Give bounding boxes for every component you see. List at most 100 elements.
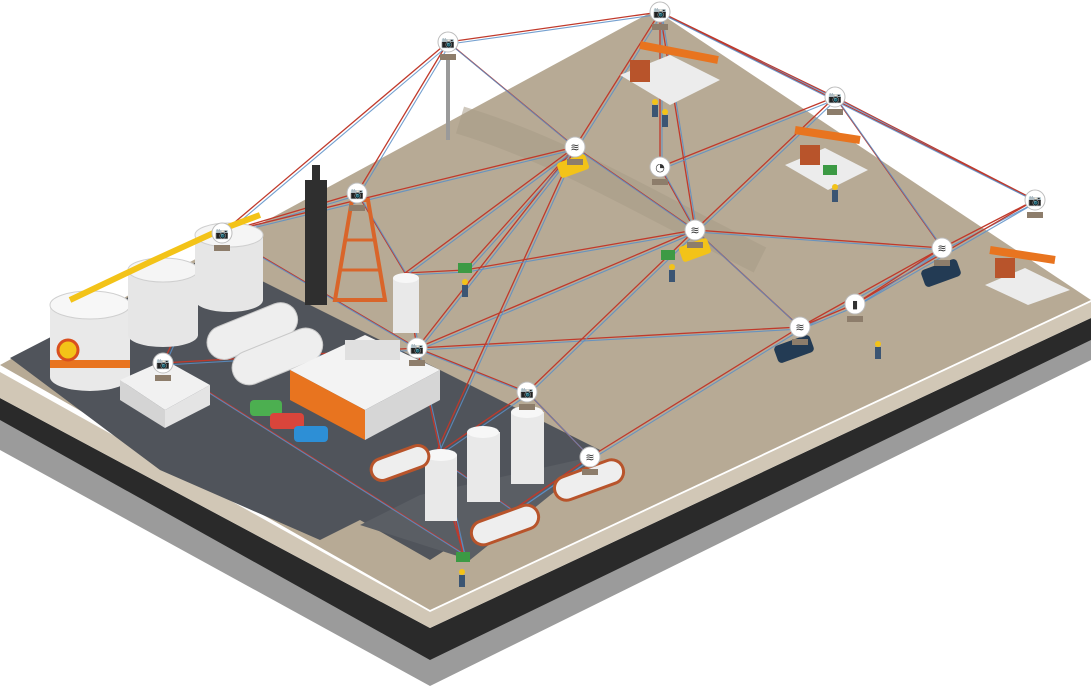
network-link	[574, 11, 661, 148]
car-red	[270, 413, 304, 429]
network-link	[941, 199, 1036, 249]
network-link	[464, 229, 696, 271]
gauge-icon: ◔	[649, 156, 671, 185]
camera-icon: 📷	[824, 86, 846, 115]
network-link	[466, 231, 698, 273]
storage-tank-group	[49, 212, 264, 391]
camera-icon: 📷	[437, 31, 459, 60]
network-link	[694, 96, 836, 231]
network-link	[659, 11, 1036, 201]
worker-figure	[662, 109, 668, 127]
sensor-box	[456, 552, 470, 562]
worker-figure	[652, 99, 658, 117]
network-link	[416, 326, 801, 349]
network-link	[836, 98, 945, 251]
camera-icon: 📷	[406, 337, 428, 366]
network-link	[418, 148, 578, 351]
network-link	[512, 456, 591, 511]
ground-slab	[0, 10, 1091, 686]
pumpjack	[620, 41, 720, 105]
horizontal-tanks	[206, 302, 324, 386]
network-link	[418, 349, 530, 395]
network-link	[404, 146, 576, 274]
network-nodes: 📷 📷 📷 📷 📷 📷 📷 📷 📷 ≋ ≋ ≋ ≋ ≋ ◔ ▮	[152, 1, 1046, 587]
tanker-truck	[369, 444, 431, 482]
camera-icon: 📷	[649, 1, 671, 30]
network-links	[162, 11, 1038, 556]
network-link	[418, 328, 803, 351]
camera-icon: 📷	[1024, 189, 1046, 218]
network-link	[416, 229, 696, 349]
svg-text:◔: ◔	[655, 161, 665, 174]
storage-tank	[127, 257, 199, 347]
network-link	[436, 148, 578, 458]
drilling-rig	[305, 165, 388, 305]
network-link	[659, 166, 696, 231]
network-link	[223, 148, 578, 236]
svg-text:📷: 📷	[653, 6, 667, 19]
network-link	[799, 247, 943, 328]
sensor-box	[823, 165, 837, 175]
svg-text:📷: 📷	[410, 342, 424, 355]
network-link	[661, 98, 838, 170]
network-link	[591, 328, 803, 460]
car-green	[250, 400, 282, 416]
camera-icon: 📷	[516, 381, 538, 410]
svg-text:≋: ≋	[937, 242, 946, 255]
network-link	[694, 229, 943, 249]
network-link	[449, 43, 578, 150]
tanker-trucks	[369, 444, 626, 547]
wifi-icon: ≋	[579, 446, 601, 475]
storage-tank	[194, 222, 264, 312]
network-link	[696, 231, 945, 251]
gas-station	[290, 335, 440, 440]
worker-figure	[462, 279, 468, 297]
storage-tank	[49, 290, 131, 391]
network-link	[434, 391, 528, 456]
network-link	[406, 148, 578, 276]
pumpjack-group	[620, 41, 1070, 305]
network-link	[164, 364, 466, 556]
car-blue	[294, 426, 328, 442]
network-link	[416, 347, 528, 393]
office-building	[120, 360, 210, 428]
network-link	[434, 146, 576, 456]
network-link	[447, 11, 661, 43]
network-link	[358, 43, 451, 196]
network-link	[696, 231, 803, 330]
network-link	[358, 194, 408, 276]
sensor-box	[661, 250, 675, 260]
svg-text:≋: ≋	[795, 321, 804, 334]
camera-icon: 📷	[346, 182, 368, 211]
network-link	[576, 13, 663, 150]
worker-figure	[875, 341, 881, 359]
silo-group	[393, 273, 544, 521]
worker-figure	[669, 264, 675, 282]
network-link	[659, 96, 836, 168]
dirt-track	[455, 106, 767, 273]
wifi-icon: ≋	[789, 316, 811, 345]
sensor-box	[458, 263, 472, 273]
svg-text:≋: ≋	[570, 141, 579, 154]
svg-text:📷: 📷	[350, 187, 364, 200]
sensor-icon: ▮	[844, 293, 866, 322]
tanker-truck	[469, 503, 541, 547]
network-link	[223, 43, 451, 236]
network-link	[576, 148, 698, 233]
network-link	[696, 98, 838, 233]
svg-text:📷: 📷	[215, 227, 229, 240]
worker-figure	[459, 569, 465, 587]
network-link	[528, 393, 593, 460]
worker-figure	[832, 184, 838, 202]
tanker-truck	[552, 458, 626, 502]
wifi-icon: ≋	[931, 237, 953, 266]
network-link	[221, 41, 449, 234]
network-link	[406, 271, 468, 276]
network-link	[356, 41, 449, 194]
network-link	[436, 393, 530, 458]
svg-text:📷: 📷	[156, 357, 170, 370]
suv	[921, 259, 961, 287]
svg-text:≋: ≋	[690, 224, 699, 237]
svg-text:📷: 📷	[441, 36, 455, 49]
